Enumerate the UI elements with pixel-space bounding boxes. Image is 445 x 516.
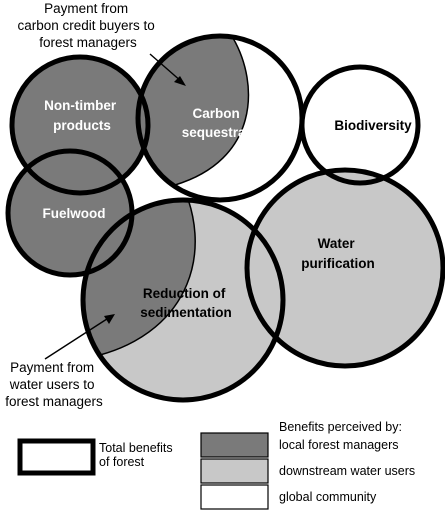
- carbon-local-region: [138, 36, 249, 190]
- water-circle-outline: [244, 167, 445, 369]
- arrow-carbon-payment: [149, 53, 183, 83]
- label-fuelwood: Fuelwood: [43, 206, 106, 221]
- label-sedimentation: Reduction of sedimentation: [140, 286, 232, 320]
- label-water: Water purification: [301, 236, 375, 271]
- legend-total-label: Total benefits of forest: [99, 441, 176, 469]
- biodiversity-circle-fill: [302, 67, 418, 183]
- sedimentation-circle-outline: [80, 197, 286, 403]
- biodiversity-circle-outline: [299, 64, 421, 186]
- annotation-water-payment: Payment from water users to forest manag…: [5, 360, 103, 409]
- water-circle-fill: [247, 170, 443, 366]
- legend-perceived-title: Benefits perceived by:: [279, 420, 402, 434]
- arrowhead-water-payment: [104, 314, 115, 324]
- arrowhead-carbon-payment: [174, 76, 186, 86]
- nontimber-circle-outline: [9, 54, 151, 196]
- legend-label-local: local forest managers: [279, 438, 399, 452]
- legend-total-swatch: [17, 438, 96, 476]
- legend-swatch-global: [200, 484, 269, 510]
- carbon-shade-boundary: [174, 37, 250, 186]
- label-carbon: Carbon sequestration: [182, 106, 271, 140]
- sedimentation-shade-boundary: [99, 200, 196, 356]
- legend-swatch-downstream: [200, 458, 269, 484]
- nontimber-circle-fill: [12, 57, 148, 193]
- label-nontimber: Non-timber products: [44, 98, 120, 133]
- legend-label-downstream: downstream water users: [279, 464, 415, 478]
- arrow-water-payment: [44, 316, 111, 360]
- label-biodiversity: Biodiversity: [334, 118, 412, 133]
- legend-swatch-local: [200, 432, 269, 458]
- annotation-carbon-payment: Payment from carbon credit buyers to for…: [17, 1, 158, 50]
- legend-label-global: global community: [279, 490, 377, 504]
